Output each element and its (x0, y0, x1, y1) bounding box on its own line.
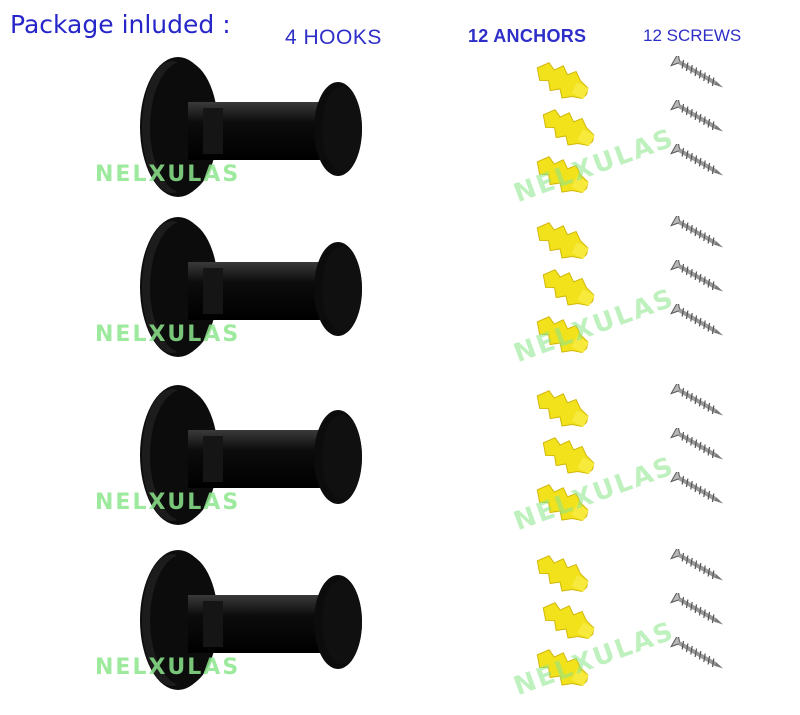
watermark-logo: NELXULAS (95, 162, 241, 187)
wall-anchor-image (542, 269, 595, 307)
screw-image (670, 56, 724, 88)
wall-anchor-image (542, 437, 595, 475)
watermark-logo: NELXULAS (95, 655, 241, 680)
watermark-logo: NELXULAS (95, 490, 241, 515)
wall-anchor-image (536, 484, 589, 522)
wall-hook-image (140, 550, 362, 690)
wall-anchor-image (542, 602, 595, 640)
wall-anchor-image (536, 156, 589, 194)
screws-column-label: 12 SCREWS (643, 26, 742, 45)
screw-image (670, 260, 724, 292)
watermark-logo: NELXULAS (95, 322, 241, 347)
wall-anchor-image (536, 649, 589, 687)
screw-image (670, 593, 724, 625)
wall-hook-image (140, 217, 362, 357)
package-heading: Package inluded : (10, 10, 231, 39)
wall-hook-image (140, 385, 362, 525)
anchors-column-label: 12 ANCHORS (468, 26, 587, 46)
wall-anchor-image (536, 222, 589, 260)
screw-image (670, 100, 724, 132)
wall-anchor-image (536, 62, 589, 100)
wall-hook-image (140, 57, 362, 197)
screw-image (670, 304, 724, 336)
screw-image (670, 428, 724, 460)
wall-anchor-image (536, 316, 589, 354)
wall-anchor-image (536, 555, 589, 593)
screw-image (670, 472, 724, 504)
wall-anchor-image (536, 390, 589, 428)
hooks-column-label: 4 HOOKS (285, 26, 382, 49)
screw-image (670, 216, 724, 248)
wall-anchor-image (542, 109, 595, 147)
screw-image (670, 384, 724, 416)
screw-image (670, 549, 724, 581)
screw-image (670, 637, 724, 669)
screw-image (670, 144, 724, 176)
